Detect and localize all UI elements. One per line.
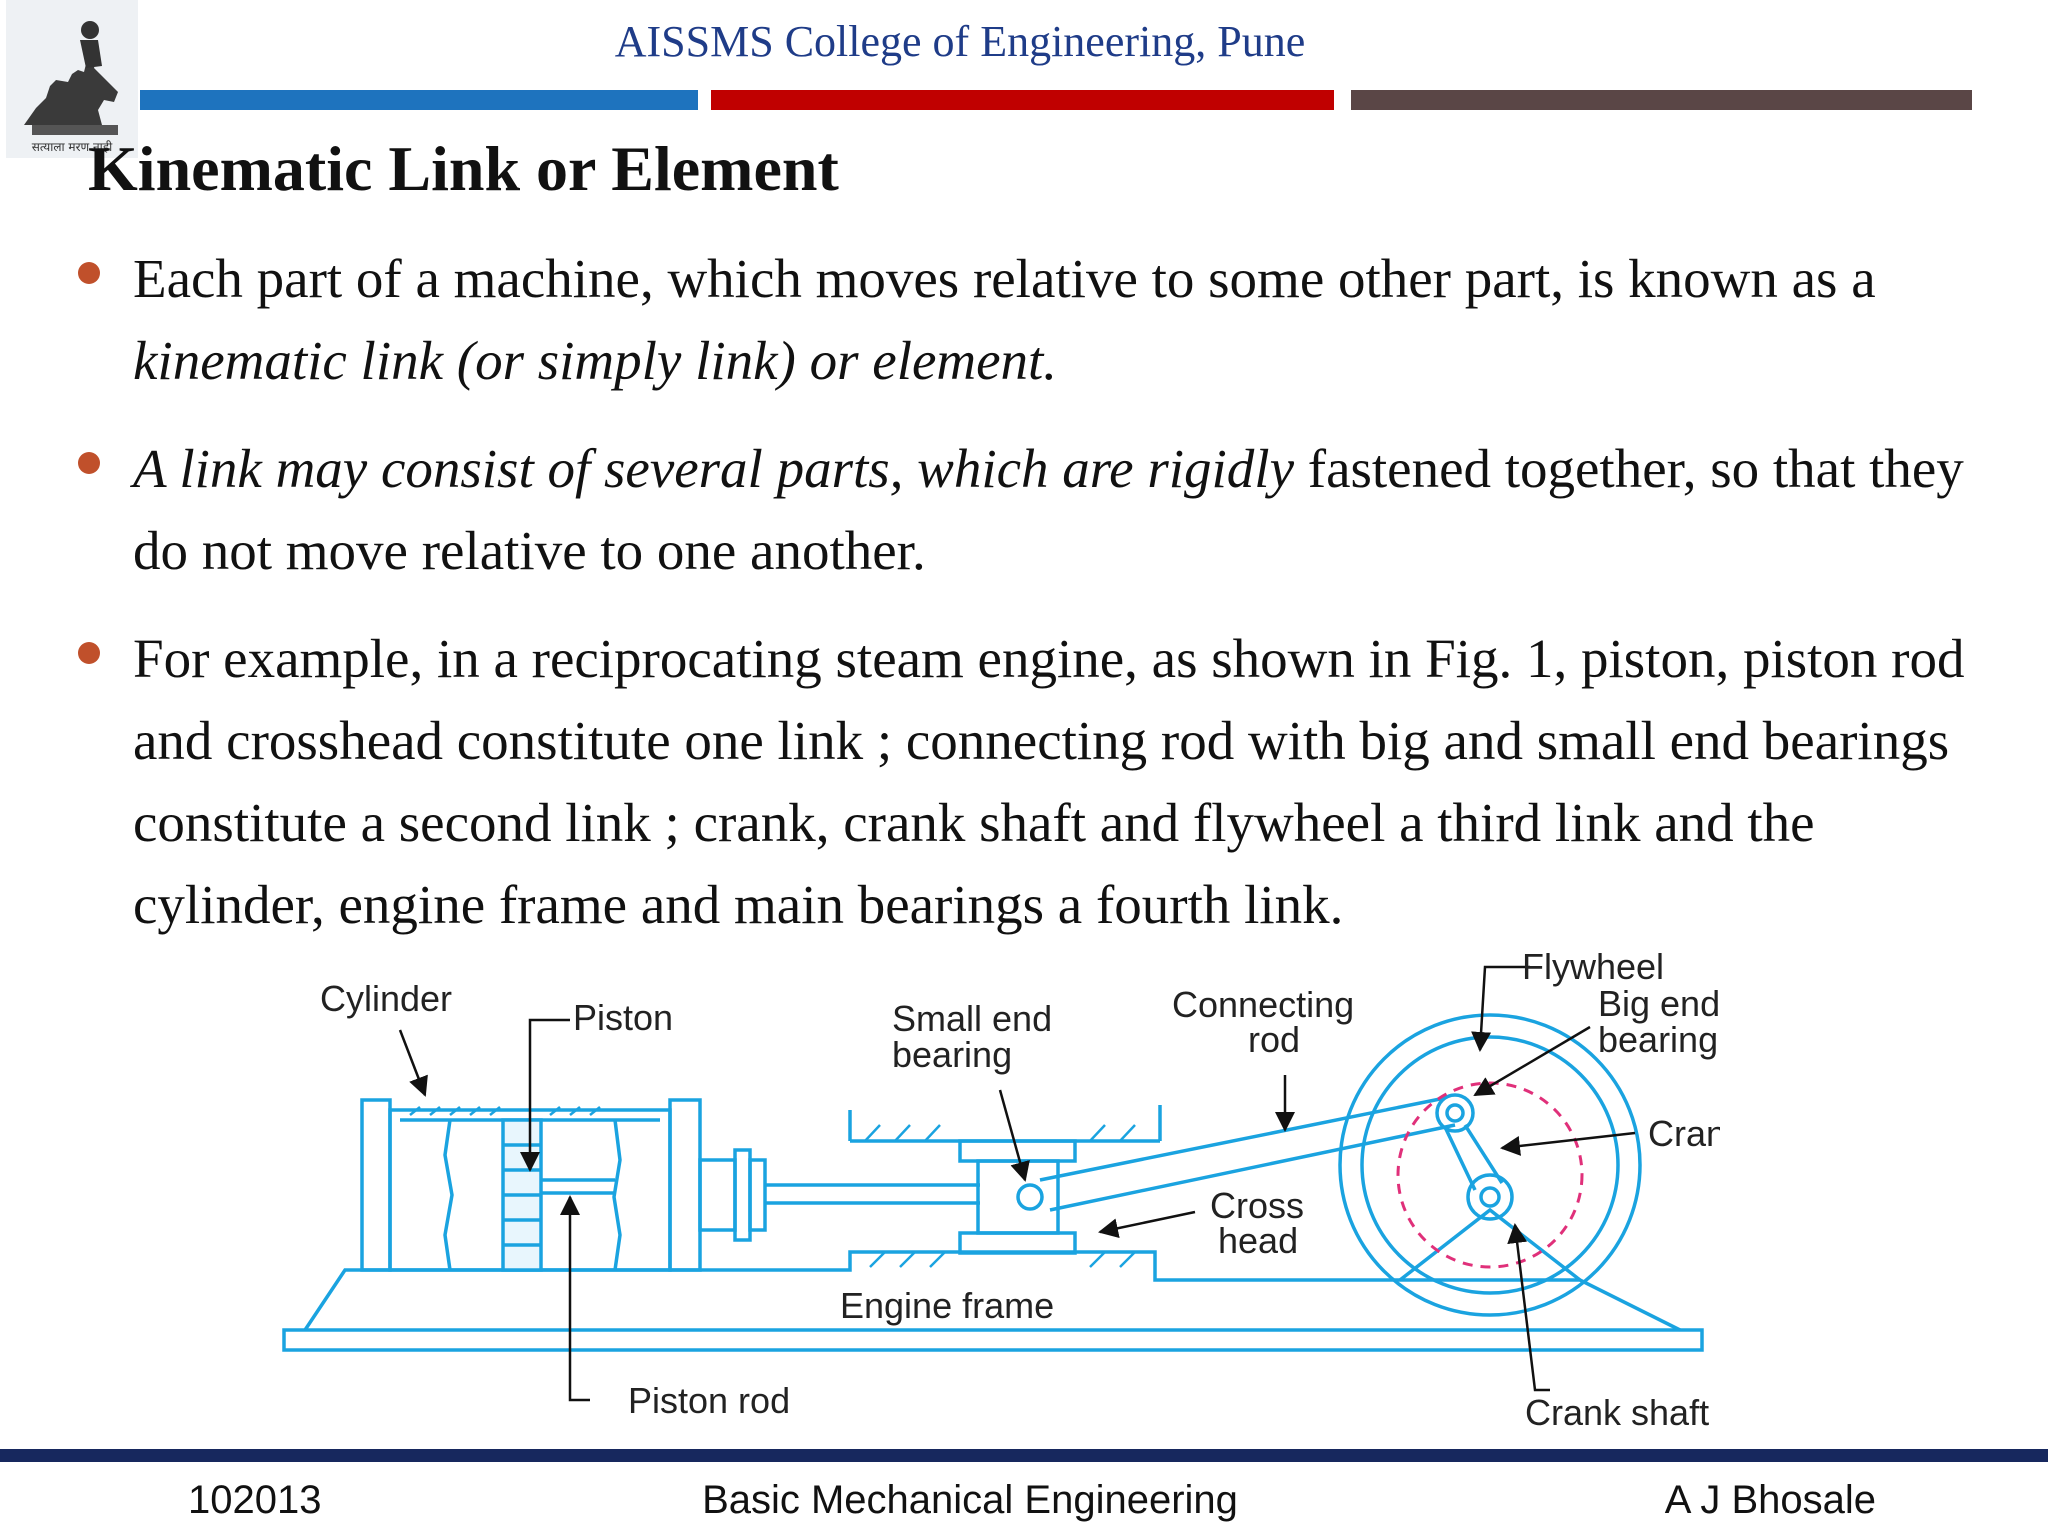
label-crank: Crank: [1648, 1113, 1720, 1154]
label-flywheel: Flywheel: [1522, 946, 1664, 987]
bullet-text-italic: A link may consist of several parts, whi…: [133, 438, 1294, 499]
bullet-text: A link may consist of several parts, whi…: [133, 428, 2018, 592]
label-big-end: Big end: [1598, 983, 1720, 1024]
label-head: head: [1218, 1220, 1298, 1261]
logo-caption: सत्याला मरण नाही: [32, 140, 113, 154]
bullet-text-italic: kinematic link (or simply link) or eleme…: [133, 330, 1058, 391]
college-name: AISSMS College of Engineering, Pune: [614, 17, 1306, 66]
bullet-text-regular: For example, in a reciprocating steam en…: [133, 628, 1965, 935]
header-bar-brown: [1351, 90, 1972, 110]
bullet-dot: [78, 452, 100, 474]
label-connecting: Connecting: [1172, 984, 1354, 1025]
header-bar-blue: [140, 90, 698, 110]
label-crank-shaft: Crank shaft: [1525, 1392, 1709, 1433]
label-cylinder: Cylinder: [320, 978, 452, 1019]
slide-title: Kinematic Link or Element: [88, 133, 839, 204]
label-engine-frame: Engine frame: [840, 1285, 1054, 1326]
label-piston-rod: Piston rod: [628, 1380, 790, 1421]
footer-subject: Basic Mechanical Engineering: [702, 1478, 1238, 1522]
bullet-item: For example, in a reciprocating steam en…: [0, 618, 2048, 946]
label-connecting-rod: rod: [1248, 1019, 1300, 1060]
bullet-item: Each part of a machine, which moves rela…: [0, 238, 2048, 402]
label-big-end-bearing: bearing: [1598, 1019, 1718, 1060]
footer-author: A J Bhosale: [1664, 1478, 1876, 1522]
label-small-end: Small end: [892, 998, 1052, 1039]
bullet-list: Each part of a machine, which moves rela…: [0, 238, 2048, 972]
bullet-text-regular: fastened together, so that they do not m…: [133, 438, 1964, 581]
steam-engine-diagram: Cylinder Piston Small end bearing Connec…: [260, 935, 1745, 1440]
bullet-text: Each part of a machine, which moves rela…: [133, 238, 2018, 402]
bullet-text: For example, in a reciprocating steam en…: [133, 618, 2018, 946]
label-small-end-bearing: bearing: [892, 1034, 1012, 1075]
bullet-dot: [78, 262, 100, 284]
label-piston: Piston: [573, 997, 673, 1038]
footer-bar: [0, 1449, 2048, 1462]
label-cross: Cross: [1210, 1185, 1304, 1226]
college-logo: सत्याला मरण नाही: [6, 0, 138, 158]
bullet-text-regular: Each part of a machine, which moves rela…: [133, 248, 1876, 309]
bullet-dot: [78, 642, 100, 664]
bullet-item: A link may consist of several parts, whi…: [0, 428, 2048, 592]
footer-code: 102013: [188, 1478, 322, 1522]
header-bar-red: [711, 90, 1334, 110]
